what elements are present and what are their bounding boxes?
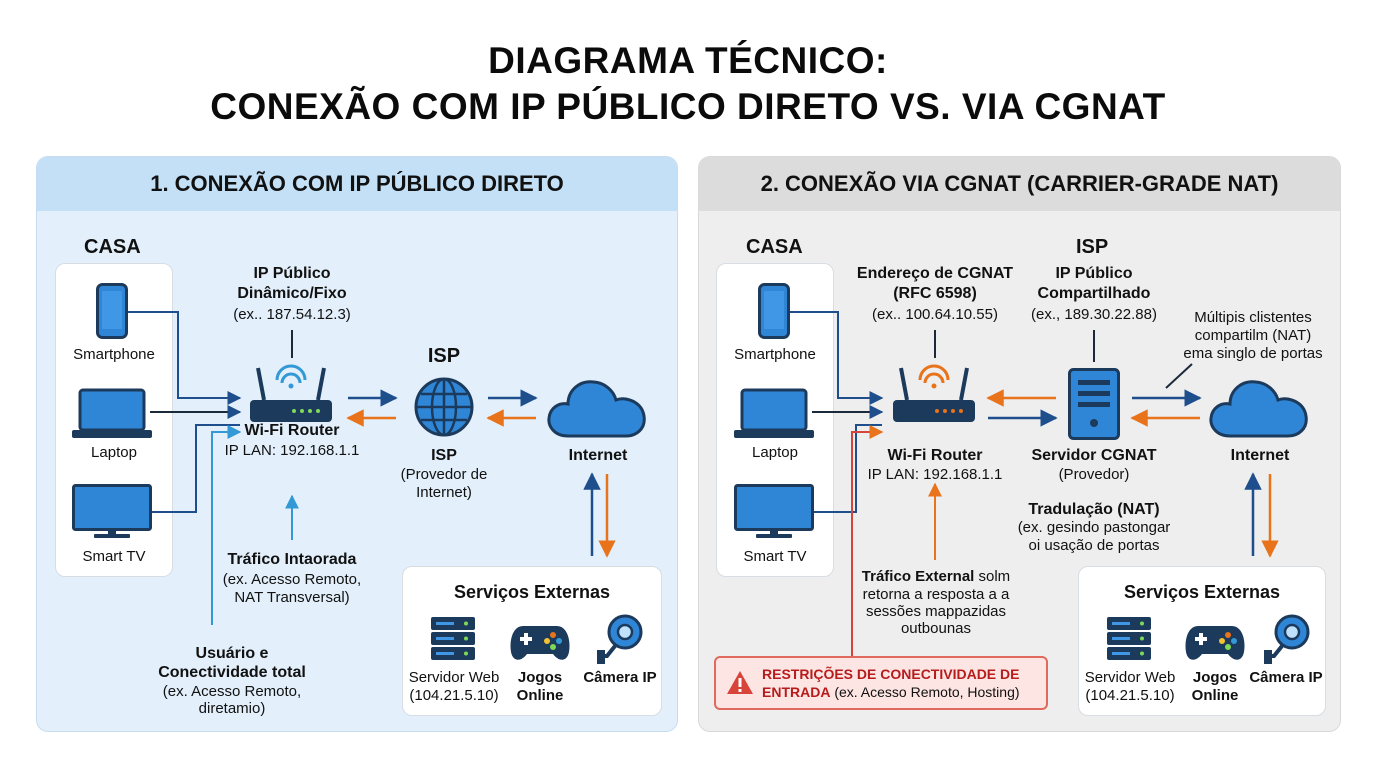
smart-tv-icon bbox=[734, 484, 814, 538]
right-translation-line2: (ex. gesindo pastongar bbox=[1017, 519, 1171, 536]
left-casa-label: CASA bbox=[84, 236, 141, 258]
left-smartphone-label: Smartphone bbox=[73, 346, 155, 363]
left-games-line2: Online bbox=[516, 687, 564, 704]
left-router-lan: IP LAN: 192.168.1.1 bbox=[224, 442, 360, 459]
right-server-name: Servidor CGNAT bbox=[1031, 447, 1157, 464]
panel-cgnat-header: 2. CONEXÃO VIA CGNAT (CARRIER-GRADE NAT) bbox=[699, 157, 1340, 211]
left-isp-name: ISP bbox=[431, 447, 457, 464]
right-services-title: Serviços Externas bbox=[1123, 582, 1281, 602]
diagram-title-line1: DIAGRAMA TÉCNICO: bbox=[488, 40, 888, 81]
right-ext-traffic-line2: retorna a resposta a a bbox=[862, 586, 1010, 603]
right-public-ip-line3: (ex., 189.30.22.88) bbox=[1031, 306, 1157, 323]
left-traffic-line3: NAT Transversal) bbox=[234, 589, 350, 606]
left-ip-camera-icon bbox=[597, 614, 643, 664]
smart-tv-icon bbox=[72, 484, 152, 538]
warning-line1: RESTRIÇÕES DE CONECTIVIDADE DE bbox=[762, 666, 1020, 682]
right-internet-label: Internet bbox=[1230, 447, 1290, 464]
left-web-line1: Servidor Web bbox=[408, 669, 500, 686]
cloud-icon bbox=[547, 380, 646, 438]
left-router-name: Wi-Fi Router bbox=[244, 422, 340, 439]
cloud-icon bbox=[1209, 380, 1308, 438]
right-games-line2: Online bbox=[1191, 687, 1239, 704]
left-ip-line1: IP Público bbox=[253, 265, 331, 282]
right-multi-line1: Múltipis clistentes bbox=[1194, 309, 1312, 326]
left-gamepad-icon bbox=[510, 626, 570, 660]
right-ip-camera-icon bbox=[1264, 614, 1310, 664]
warning-line2: ENTRADA (ex. Acesso Remoto, Hosting) bbox=[762, 683, 1020, 701]
right-multi-line3: ema singlo de portas bbox=[1183, 345, 1323, 362]
left-smartphone-wire bbox=[128, 311, 242, 405]
laptop-icon bbox=[734, 388, 814, 438]
wifi-router-icon bbox=[893, 364, 975, 422]
right-smartphone-label: Smartphone bbox=[734, 346, 816, 363]
right-public-ip-line2: Compartilhado bbox=[1037, 285, 1151, 302]
right-web-line2: (104.21.5.10) bbox=[1085, 687, 1175, 704]
left-services-title: Serviços Externas bbox=[453, 582, 611, 602]
left-traffic-line1: Tráfico Intaorada bbox=[227, 551, 357, 568]
diagram-title-line2: CONEXÃO COM IP PÚBLICO DIRETO VS. VIA CG… bbox=[210, 86, 1166, 127]
left-isp-line2: (Provedor de bbox=[400, 466, 488, 483]
left-ip-line3: (ex.. 187.54.12.3) bbox=[233, 306, 351, 323]
left-laptop-label: Laptop bbox=[91, 444, 137, 461]
right-isp-title: ISP bbox=[1076, 236, 1109, 258]
right-ext-traffic-rest: solm bbox=[974, 568, 1011, 585]
warning-line2-rest: (ex. Acesso Remoto, Hosting) bbox=[830, 684, 1020, 701]
left-user-line1: Usuário e bbox=[195, 645, 269, 662]
left-user-line3: (ex. Acesso Remoto, bbox=[162, 683, 302, 700]
right-laptop-label: Laptop bbox=[752, 444, 798, 461]
left-isp-line3: Internet) bbox=[416, 484, 472, 501]
smartphone-icon bbox=[758, 283, 790, 339]
left-isp-title: ISP bbox=[427, 345, 461, 367]
right-ext-traffic-line1: Tráfico External solm bbox=[844, 568, 1028, 586]
right-smart-tv-label: Smart TV bbox=[743, 548, 807, 565]
right-router-name: Wi-Fi Router bbox=[887, 447, 983, 464]
right-camera-label: Câmera IP bbox=[1249, 669, 1323, 686]
left-traffic-line2: (ex. Acesso Remoto, bbox=[222, 571, 362, 588]
warning-line2-bold: ENTRADA bbox=[762, 684, 831, 701]
left-camera-label: Câmera IP bbox=[583, 669, 657, 686]
left-web-server-icon bbox=[431, 617, 475, 660]
right-cgnat-line1: Endereço de CGNAT bbox=[856, 265, 1014, 282]
left-internet-label: Internet bbox=[568, 447, 628, 464]
warning-text: RESTRIÇÕES DE CONECTIVIDADE DE ENTRADA (… bbox=[762, 665, 1020, 701]
right-ext-traffic-line3: sessões mappazidas bbox=[865, 603, 1007, 620]
left-web-line2: (104.21.5.10) bbox=[409, 687, 499, 704]
right-cgnat-line3: (ex.. 100.64.10.55) bbox=[872, 306, 998, 323]
left-smart-tv-label: Smart TV bbox=[82, 548, 146, 565]
right-translation-line3: oi usação de portas bbox=[1028, 537, 1160, 554]
right-multi-pointer bbox=[1165, 363, 1193, 389]
left-games-line1: Jogos bbox=[517, 669, 563, 686]
right-multi-line2: compartilm (NAT) bbox=[1194, 327, 1312, 344]
right-smartphone-wire bbox=[790, 311, 884, 405]
panel-direct-ip-header: 1. CONEXÃO COM IP PÚBLICO DIRETO bbox=[37, 157, 677, 211]
right-gamepad-icon bbox=[1185, 626, 1245, 660]
right-cgnat-line2: (RFC 6598) bbox=[893, 285, 977, 302]
right-public-ip-line1: IP Público bbox=[1055, 265, 1133, 282]
left-ip-line2: Dinâmico/Fixo bbox=[237, 285, 347, 302]
right-ext-traffic-bold: Tráfico External bbox=[861, 568, 975, 585]
smartphone-icon bbox=[96, 283, 128, 339]
right-ext-traffic-line4: outbounas bbox=[900, 620, 972, 637]
warning-icon bbox=[727, 671, 753, 694]
cgnat-server-icon bbox=[1068, 368, 1120, 440]
left-user-line2: Conectividade total bbox=[158, 664, 306, 681]
right-games-line1: Jogos bbox=[1192, 669, 1238, 686]
left-user-line4: diretamio) bbox=[198, 700, 266, 717]
left-user-wire bbox=[211, 425, 242, 625]
right-tv-wire bbox=[814, 424, 882, 513]
right-server-line2: (Provedor) bbox=[1058, 466, 1130, 483]
right-router-lan: IP LAN: 192.168.1.1 bbox=[867, 466, 1003, 483]
right-translation-line1: Tradulação (NAT) bbox=[1028, 501, 1160, 518]
right-restriction-wire bbox=[851, 425, 884, 656]
right-web-line1: Servidor Web bbox=[1084, 669, 1176, 686]
globe-icon bbox=[414, 377, 474, 437]
right-casa-label: CASA bbox=[746, 236, 803, 258]
left-tv-wire bbox=[152, 424, 240, 513]
wifi-router-icon bbox=[250, 364, 332, 422]
laptop-icon bbox=[72, 388, 152, 438]
right-web-server-icon bbox=[1107, 617, 1151, 660]
inbound-restriction-warning: RESTRIÇÕES DE CONECTIVIDADE DE ENTRADA (… bbox=[714, 656, 1048, 710]
